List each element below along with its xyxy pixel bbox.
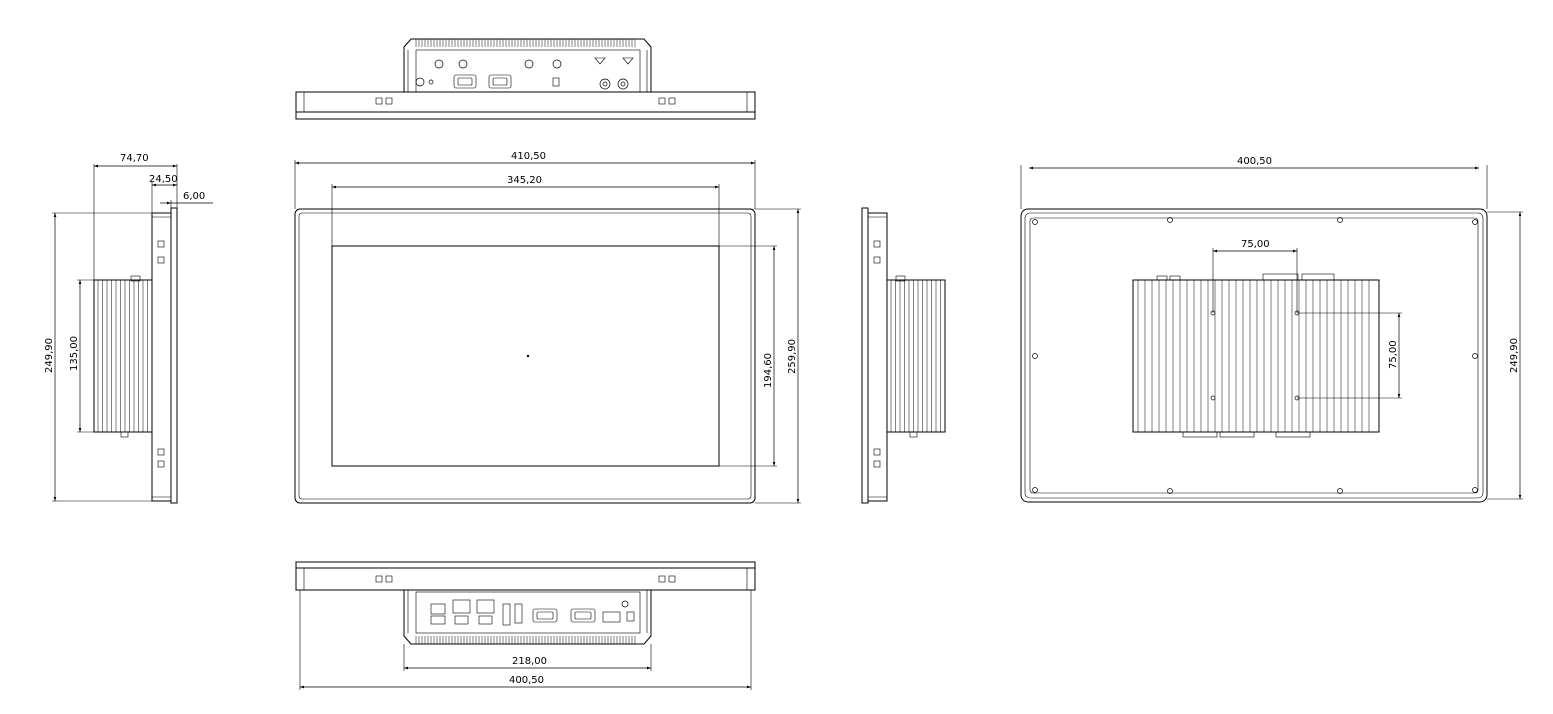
top-box-outline xyxy=(403,38,652,92)
mount-slot xyxy=(658,97,666,105)
right-fins xyxy=(890,280,941,432)
dim-side-depth-body: 24,50 xyxy=(149,174,178,185)
power-connector xyxy=(602,611,621,623)
terminal-block xyxy=(430,615,446,625)
antenna-hole xyxy=(434,59,444,69)
top-port-panel xyxy=(415,49,641,93)
ground-screw xyxy=(621,600,629,608)
dim-front-height: 259,90 xyxy=(787,339,798,374)
right-frame xyxy=(861,207,869,504)
left-bezel xyxy=(151,212,172,502)
left-side-view: 74,70 24,50 6,00 249,90 135,00 xyxy=(44,153,213,504)
top-bezel xyxy=(295,91,756,113)
audio-jack xyxy=(599,78,611,90)
bottom-fins xyxy=(415,636,636,645)
rear-frame xyxy=(1020,208,1488,503)
dim-side-depth-total: 74,70 xyxy=(120,153,149,164)
usb-port xyxy=(478,615,493,625)
mount-slot xyxy=(668,97,676,105)
lan-port xyxy=(452,599,471,614)
mount-slot xyxy=(385,97,393,105)
bottom-port-panel xyxy=(415,591,641,634)
antenna-hole xyxy=(524,59,534,69)
audio-jack xyxy=(617,78,629,90)
power-button xyxy=(415,77,425,87)
top-fins xyxy=(415,38,636,47)
rear-box xyxy=(1132,279,1380,433)
dim-front-active-height: 194,60 xyxy=(763,353,774,388)
usb-c-port xyxy=(514,603,523,624)
usb-port xyxy=(454,615,469,625)
dim-bottom-width: 400,50 xyxy=(509,675,544,686)
mount-slot xyxy=(375,97,383,105)
db9-port xyxy=(453,74,477,89)
db9-port xyxy=(488,74,512,89)
top-view xyxy=(295,38,756,120)
lan-port xyxy=(476,599,495,614)
dim-rear-height: 249,90 xyxy=(1509,338,1520,373)
db9-port xyxy=(570,608,596,623)
db9-port xyxy=(532,608,558,623)
dim-side-box-height: 135,00 xyxy=(69,336,80,371)
right-bezel xyxy=(867,212,888,502)
right-side-view xyxy=(861,207,946,504)
bottom-view: 218,00 400,50 xyxy=(295,561,756,690)
bottom-box-outline xyxy=(403,590,652,645)
dim-front-width: 410,50 xyxy=(511,151,546,162)
antenna-hole xyxy=(458,59,468,69)
vesa-holes xyxy=(1210,310,1300,401)
bottom-bezel-lip xyxy=(295,561,756,569)
sim-slot xyxy=(552,77,560,87)
dim-vesa-horizontal: 75,00 xyxy=(1241,239,1270,250)
bottom-bezel xyxy=(295,567,756,591)
antenna-icon xyxy=(594,57,606,65)
front-view: 410,50 345,20 194,60 259,90 xyxy=(294,151,801,504)
rear-view: 400,50 249,90 75,00 75,00 xyxy=(1020,156,1523,503)
left-frame xyxy=(170,207,178,504)
dim-bottom-box-width: 218,00 xyxy=(512,656,547,667)
antenna-hole xyxy=(552,59,562,69)
dim-rear-width: 400,50 xyxy=(1237,156,1272,167)
dim-vesa-vertical: 75,00 xyxy=(1388,340,1399,369)
top-bezel-lip xyxy=(295,111,756,120)
terminal-block xyxy=(430,603,446,615)
dim-side-height: 249,90 xyxy=(44,338,55,373)
display-area xyxy=(331,245,720,467)
hdmi-port xyxy=(502,603,511,626)
rear-screws xyxy=(1032,217,1478,494)
dim-side-frame: 6,00 xyxy=(183,191,205,202)
left-fins xyxy=(97,280,148,432)
rear-fins xyxy=(1137,280,1370,432)
front-bezel xyxy=(294,208,756,504)
antenna-icon xyxy=(622,57,634,65)
dim-front-active-width: 345,20 xyxy=(507,175,542,186)
led-icon xyxy=(428,79,434,85)
